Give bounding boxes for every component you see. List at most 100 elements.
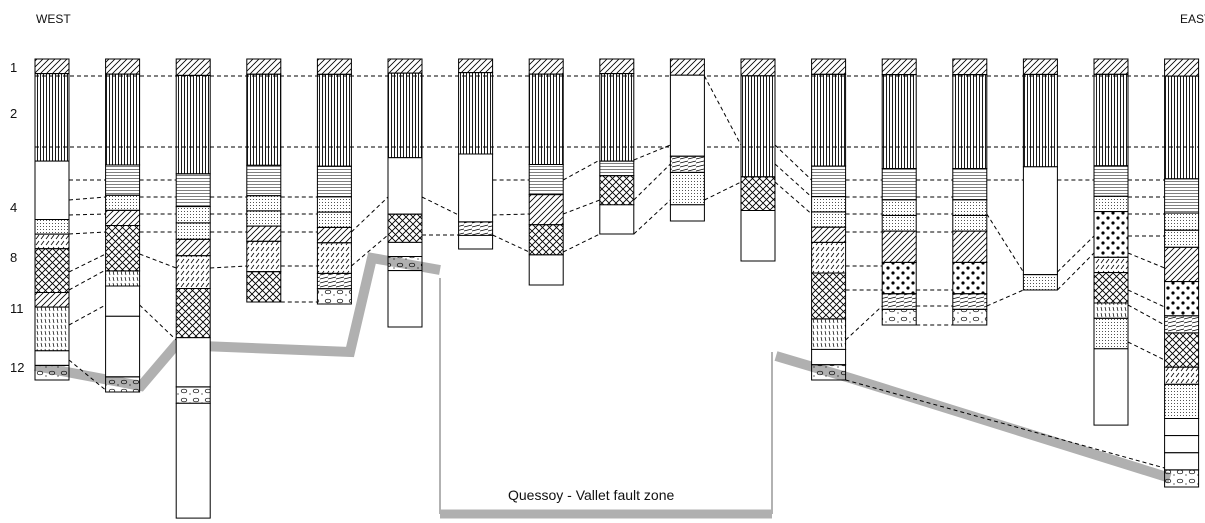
- correlation-line: [68, 269, 106, 291]
- layer-segment: [952, 168, 988, 201]
- column-c1: [34, 58, 70, 381]
- layer-segment: [105, 285, 141, 317]
- layer-segment: [387, 72, 423, 159]
- layer-segment: [175, 337, 211, 388]
- layer-segment: [246, 164, 282, 197]
- layer-segment: [1164, 383, 1200, 419]
- correlation-line: [351, 196, 389, 233]
- layer-segment: [387, 157, 423, 215]
- layer-segment: [34, 292, 70, 308]
- layer-segment: [952, 230, 988, 263]
- layer-segment: [1164, 58, 1200, 77]
- layer-segment: [952, 215, 988, 232]
- layer-segment: [1093, 195, 1129, 213]
- layer-segment: [175, 288, 211, 339]
- layer-segment: [387, 213, 423, 243]
- layer-segment: [458, 153, 494, 223]
- correlation-line: [1127, 304, 1165, 326]
- correlation-line: [492, 213, 530, 216]
- layer-segment: [175, 238, 211, 257]
- basement-trace-east: [774, 351, 1172, 483]
- layer-segment: [811, 211, 847, 228]
- correlation-line: [845, 379, 1165, 469]
- correlation-line: [845, 305, 883, 341]
- layer-segment: [599, 175, 635, 206]
- layer-segment: [246, 271, 282, 303]
- layer-segment: [175, 173, 211, 208]
- layer-segment: [528, 224, 564, 256]
- correlation-line: [633, 199, 671, 235]
- layer-segment: [528, 58, 564, 75]
- layer-segment: [34, 219, 70, 235]
- layer-segment: [740, 210, 776, 262]
- correlation-line: [1057, 235, 1095, 273]
- layer-segment: [175, 74, 211, 175]
- layer-segment: [881, 293, 917, 310]
- layer-segment: [669, 58, 705, 76]
- layer-segment: [105, 376, 141, 393]
- layer-segment: [669, 204, 705, 222]
- column-c14: [952, 58, 988, 326]
- layer-segment: [316, 211, 352, 228]
- layer-segment: [246, 240, 282, 273]
- layer-segment: [1093, 348, 1129, 426]
- column-c4: [246, 58, 282, 303]
- layer-segment: [458, 234, 494, 250]
- layer-segment: [1164, 315, 1200, 334]
- layer-segment: [458, 72, 494, 155]
- layer-segment: [387, 58, 423, 74]
- column-c7: [458, 58, 494, 250]
- layer-segment: [246, 58, 282, 75]
- layer-segment: [1093, 317, 1129, 350]
- layer-segment: [1093, 256, 1129, 274]
- layer-segment: [1093, 211, 1129, 258]
- layer-segment: [316, 58, 352, 75]
- column-c9: [599, 58, 635, 235]
- layer-segment: [316, 272, 352, 290]
- layer-segment: [105, 194, 141, 211]
- layer-segment: [1093, 58, 1129, 75]
- layer-segment: [1164, 332, 1200, 368]
- correlation-line: [68, 231, 106, 235]
- layer-segment: [105, 225, 141, 272]
- layer-segment: [1164, 452, 1200, 471]
- column-c16: [1093, 58, 1129, 426]
- layer-segment: [811, 73, 847, 167]
- layer-segment: [811, 348, 847, 366]
- layer-segment: [1164, 281, 1200, 317]
- layer-segment: [669, 155, 705, 173]
- correlation-line: [986, 213, 1024, 273]
- layer-segment: [528, 254, 564, 286]
- layer-segment: [1093, 165, 1129, 197]
- correlation-line: [633, 163, 671, 201]
- layer-segment: [1093, 73, 1129, 167]
- layer-segment: [316, 242, 352, 274]
- correlation-line: [562, 159, 601, 181]
- layer-segment: [34, 248, 70, 293]
- column-c5: [316, 58, 352, 305]
- column-c10: [669, 58, 705, 222]
- layer-segment: [1164, 212, 1200, 231]
- layer-segment: [599, 160, 635, 177]
- layer-segment: [811, 364, 847, 381]
- layer-segment: [316, 73, 352, 167]
- layer-segment: [105, 164, 141, 196]
- layer-number-12: 12: [10, 360, 24, 375]
- layer-segment: [881, 230, 917, 263]
- layer-segment: [881, 308, 917, 326]
- column-c13: [881, 58, 917, 326]
- layer-segment: [1164, 469, 1200, 488]
- basement-trace-west: [34, 252, 441, 392]
- layer-segment: [881, 199, 917, 216]
- layer-segment: [387, 241, 423, 257]
- layer-segment: [952, 261, 988, 295]
- correlation-line: [563, 199, 600, 215]
- layer-segment: [316, 196, 352, 213]
- layer-segment: [952, 293, 988, 310]
- layer-number-2: 2: [10, 106, 17, 121]
- layer-segment: [1164, 246, 1200, 283]
- layer-segment: [34, 306, 70, 352]
- layer-segment: [599, 73, 635, 162]
- layer-segment: [952, 58, 988, 76]
